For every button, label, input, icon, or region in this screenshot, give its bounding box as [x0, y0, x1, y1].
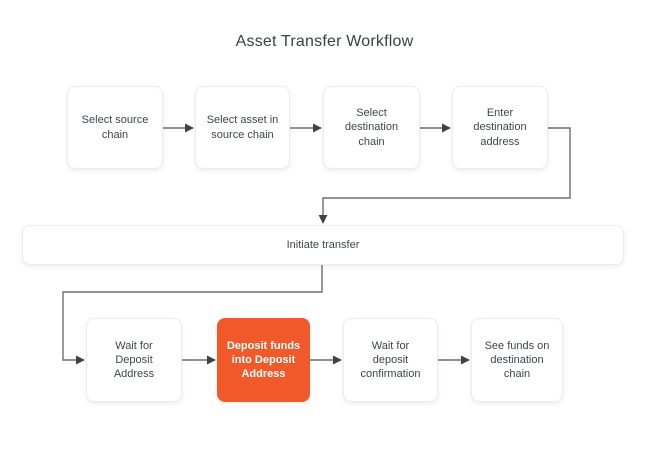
- node-wait-for-deposit-confirmation: Wait for deposit confirmation: [343, 318, 438, 402]
- node-deposit-funds-into-deposit-address: Deposit funds into Deposit Address: [217, 318, 310, 402]
- node-enter-destination-address: Enter destination address: [452, 86, 548, 169]
- node-wait-for-deposit-address: Wait for Deposit Address: [86, 318, 182, 402]
- node-select-asset-in-source-chain: Select asset in source chain: [195, 86, 290, 169]
- node-initiate-transfer: Initiate transfer: [22, 225, 624, 265]
- node-select-source-chain: Select source chain: [67, 86, 163, 169]
- node-select-destination-chain: Select destination chain: [323, 86, 420, 169]
- diagram-title: Asset Transfer Workflow: [235, 33, 414, 50]
- node-see-funds-on-destination-chain: See funds on destination chain: [471, 318, 563, 402]
